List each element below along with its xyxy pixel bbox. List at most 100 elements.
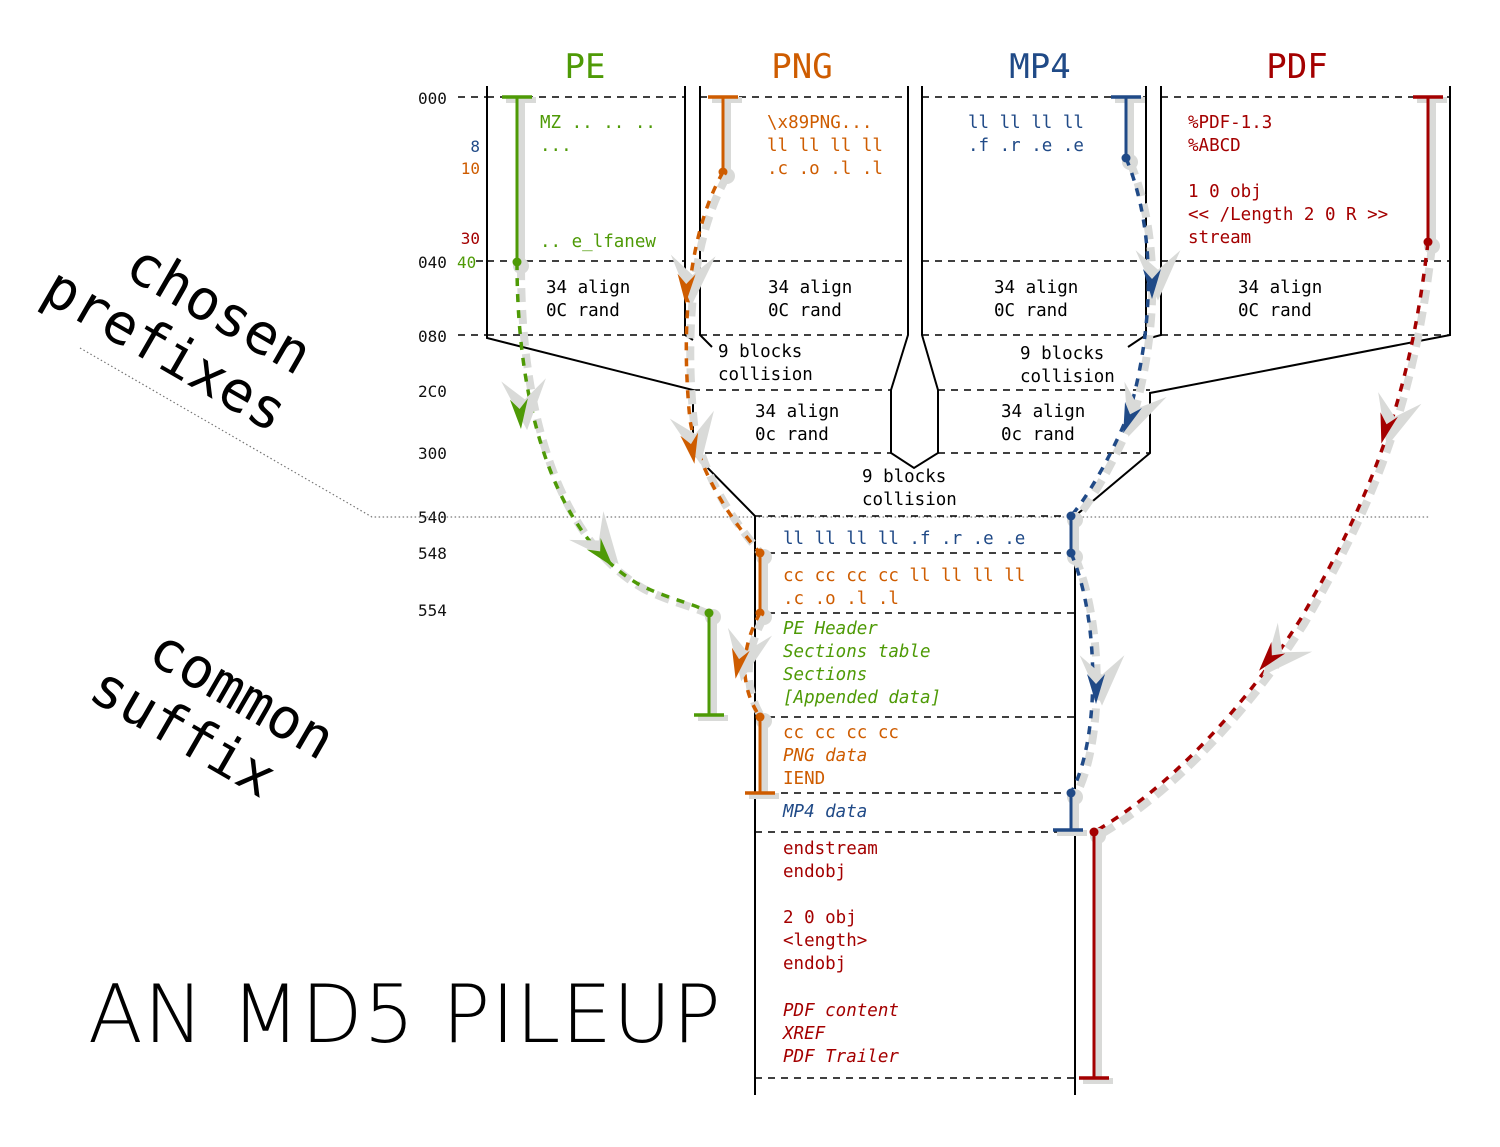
rand-label: 0C rand [768,301,842,321]
mp4-arrow-2 [1123,381,1167,437]
png-arrow-2 [669,410,714,465]
offset-080: 080 [418,327,447,346]
offset-30: 30 [461,229,480,248]
rand-label: 0C rand [994,301,1068,321]
offset-540: 540 [418,508,447,527]
pe-arrow-2 [569,511,619,567]
pdf-arrow-2-shadow [1262,622,1313,676]
pdf-prefix-line: %ABCD [1188,136,1241,156]
flow-arrows [501,95,1447,1084]
mp4-arrow-2-head [1123,401,1142,434]
mp4-prefix: ll ll ll ll .f .r .e .e [968,113,1084,156]
pdf-jump-path-shadow [1096,245,1436,840]
pe-arrow-2-head [586,537,613,567]
pe-prefix: MZ .. .. .. ... .. e_lfanew [540,113,656,252]
pdf-content: <length> [783,931,867,951]
rand-label: 0C rand [1238,301,1312,321]
diagram-title: AN MD5 PILEUP [88,968,722,1061]
pe-content: [Appended data] [783,688,941,708]
mp4-jump-path-shadow [1071,160,1157,523]
pe-arrow-1 [501,378,546,431]
png-arrow-2-shadow [669,410,714,465]
rand-label: 0c rand [1001,425,1075,445]
pe-arrow-2-shadow [569,511,619,565]
mp4-arrow-1 [1135,250,1181,301]
offset-8: 8 [470,137,480,156]
png-arrow-2-head [680,432,699,464]
pdf-prefix: %PDF-1.3 %ABCD 1 0 obj << /Length 2 0 R … [1188,113,1388,248]
align-label: 34 align [768,278,852,298]
header-mp4: MP4 [1009,47,1070,87]
png-prefix: \x89PNG... ll ll ll ll .c .o .l .l [767,113,883,179]
pdf-content: endobj [783,862,846,882]
offset-40: 40 [457,253,476,272]
mp4-arrow-1-head [1143,269,1161,299]
pe-content: Sections table [783,642,931,662]
pdf-content: 2 0 obj [783,908,857,928]
pdf-arrow-1-head [1380,412,1398,444]
pdf-prefix-line: << /Length 2 0 R >> [1188,205,1388,225]
pe-prefix-line: .. e_lfanew [540,232,656,252]
pdf-jump-path [1093,241,1430,834]
pe-content: PE Header [783,619,878,639]
offset-548: 548 [418,544,447,563]
png-jump-path-shadow [686,174,768,560]
mp4-skip-path-shadow [1071,555,1101,799]
align-label: 34 align [755,402,839,422]
offset-10: 10 [461,159,480,178]
header-pdf: PDF [1266,47,1327,87]
align-blocks-upper: 34 align 0C rand 34 align 0C rand 34 ali… [546,278,1322,321]
pdf-arrow-2-head [1259,641,1286,671]
png-coll-chunk: cc cc cc cc ll ll ll ll [783,566,1025,586]
offset-554: 554 [418,601,447,620]
pdf-arrow-1-shadow [1378,392,1422,447]
pdf-prefix-line: 1 0 obj [1188,182,1262,202]
mp4-content: MP4 data [782,802,867,822]
pdf-arrow-2 [1259,622,1313,676]
pe-prefix-line: ... [540,136,572,156]
collision-blocks-1: 9 blocks collision 9 blocks collision [718,342,1115,387]
mp4-jump-path [1069,157,1151,518]
collision-label: 9 blocks [1020,344,1104,364]
png-content: cc cc cc cc [783,723,899,743]
mp4-prefix-line: .f .r .e .e [968,136,1084,156]
align-blocks-lower: 34 align 0c rand 34 align 0c rand [755,402,1085,445]
header-png: PNG [771,47,832,87]
offset-000: 000 [418,89,447,108]
pe-content: Sections [783,665,867,685]
header-pe: PE [565,47,606,87]
collision-label: 9 blocks [862,467,946,487]
mp4-arrow-2-shadow [1124,381,1167,437]
pdf-content: PDF Trailer [783,1047,899,1067]
prefix-suffix-separator [79,347,1430,518]
pdf-content: PDF content [783,1001,899,1021]
png-arrow-1 [670,254,716,306]
offset-300: 300 [418,444,447,463]
align-label: 34 align [1238,278,1322,298]
png-content: IEND [783,769,825,789]
png-prefix-line: \x89PNG... [767,113,872,133]
mp4-free-atom: ll ll ll ll .f .r .e .e [783,529,1025,549]
pe-arrow-1-head [509,398,528,429]
collision-label: collision [718,365,813,385]
collision-label: collision [862,490,957,510]
collision-blocks-2: 9 blocks collision [862,467,957,510]
chosen-prefixes-label: chosen prefixes [32,231,323,446]
collision-label: collision [1020,367,1115,387]
offset-040: 040 [418,253,447,272]
png-arrow-3-head [731,647,750,679]
pdf-content: endobj [783,954,846,974]
rand-label: 0c rand [755,425,829,445]
pdf-prefix-line: %PDF-1.3 [1188,113,1272,133]
pdf-content: XREF [781,1024,826,1044]
pdf-prefix-line: stream [1188,228,1251,248]
mp4-arrow-3 [1079,655,1125,706]
align-label: 34 align [1001,402,1085,422]
offset-2c0: 2C0 [418,382,447,401]
pe-jump-path [515,261,711,615]
pe-prefix-line: MZ .. .. .. [540,113,656,133]
png-content: PNG data [783,746,867,766]
png-prefix-line: ll ll ll ll [767,136,883,156]
png-coll-chunk: .c .o .l .l [783,589,899,609]
